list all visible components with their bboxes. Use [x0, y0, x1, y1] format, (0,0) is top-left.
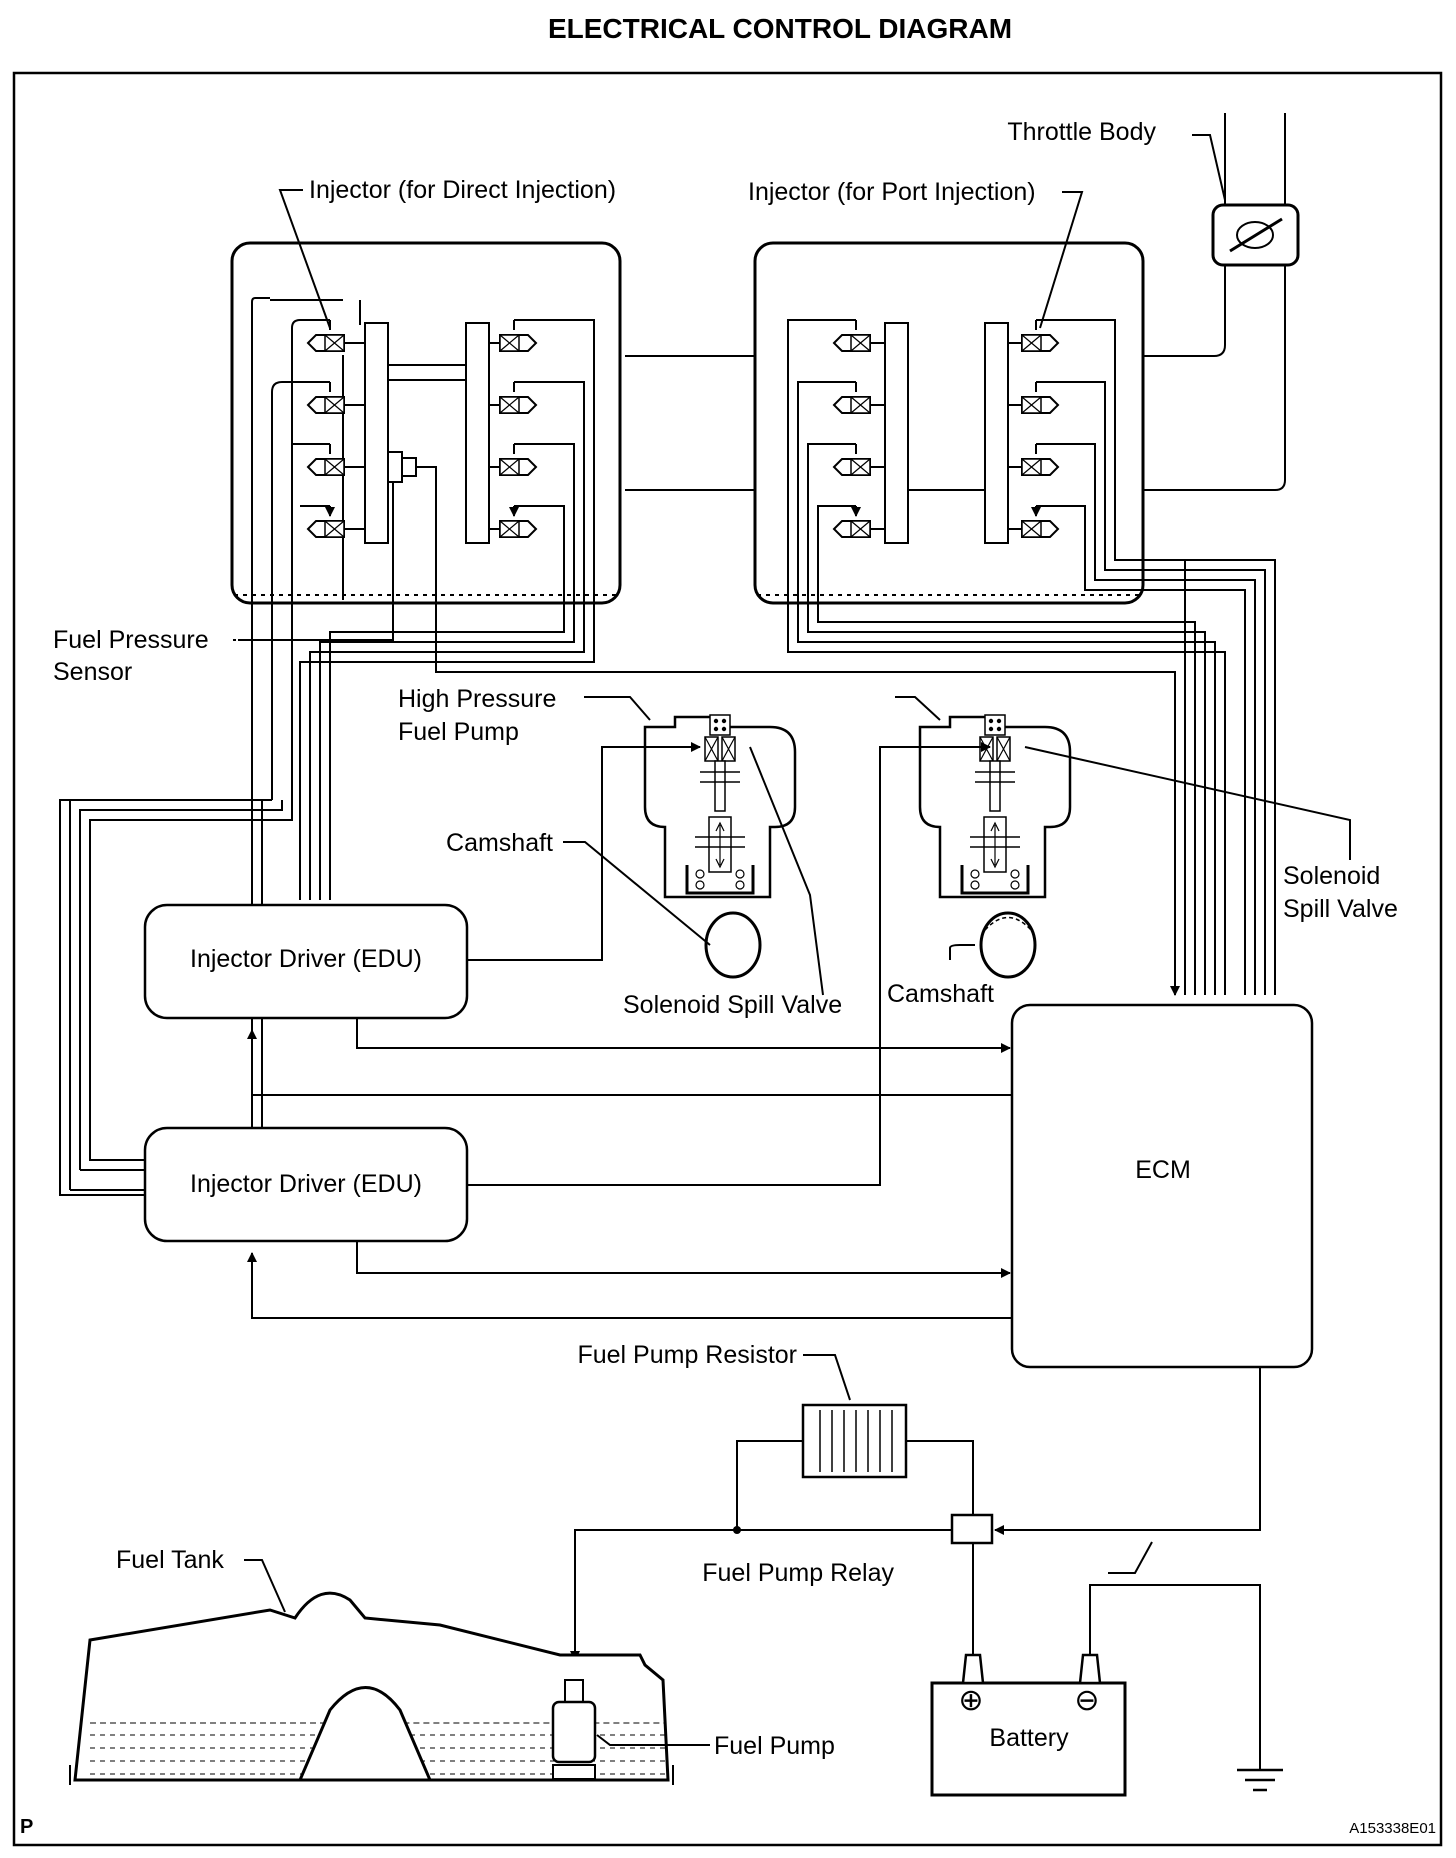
- direct-injection-bank: [59, 241, 1180, 1196]
- fuel-pressure-sensor-label-line2: Sensor: [53, 658, 132, 686]
- solenoid-spill-valve-label-right-line2: Spill Valve: [1283, 895, 1398, 923]
- ecm-box: [1010, 1003, 1314, 1369]
- port-injection-bank: [753, 241, 1276, 995]
- fuel-pump-relay-label: Fuel Pump Relay: [702, 1559, 894, 1587]
- battery-minus-icon: ⊖: [1074, 1684, 1099, 1717]
- high-pressure-fuel-pump-left: [643, 713, 797, 979]
- solenoid-spill-valve-label-right: Solenoid: [1283, 862, 1380, 890]
- injector-driver-edu-upper: [143, 903, 469, 1020]
- high-pressure-fuel-pump-label: High Pressure: [398, 685, 556, 713]
- diagram-title: ELECTRICAL CONTROL DIAGRAM: [548, 13, 1012, 44]
- battery-plus-icon: ⊕: [958, 1684, 983, 1717]
- solenoid-spill-valve-label-left: Solenoid Spill Valve: [623, 991, 842, 1019]
- throttle-body-label: Throttle Body: [1007, 118, 1156, 146]
- edu-lower-label: Injector Driver (EDU): [190, 1170, 422, 1198]
- camshaft-label-left: Camshaft: [446, 829, 553, 857]
- fuel-pump-resistor: [801, 1403, 908, 1479]
- page-mark: P: [20, 1816, 33, 1838]
- figure-code: A153338E01: [1349, 1820, 1436, 1837]
- injector-direct-label: Injector (for Direct Injection): [309, 176, 616, 204]
- high-pressure-fuel-pump-right: [918, 713, 1072, 979]
- throttle-body: [625, 113, 1300, 491]
- battery-label: Battery: [989, 1724, 1069, 1752]
- battery: [930, 1653, 1127, 1797]
- fuel-pump-circuit: [570, 1367, 1283, 1792]
- fuel-pump-body: [551, 1700, 597, 1764]
- fuel-tank-label: Fuel Tank: [116, 1546, 224, 1574]
- fuel-pump-top: [564, 1679, 584, 1703]
- injector-port-label: Injector (for Port Injection): [748, 178, 1036, 206]
- diagram-frame: [12, 71, 1443, 1847]
- fuel-tank: [69, 1591, 674, 1785]
- high-pressure-fuel-pump-label-line2: Fuel Pump: [398, 718, 519, 746]
- fuel-pressure-sensor-label: Fuel Pressure: [53, 626, 209, 654]
- ecm-label: ECM: [1135, 1156, 1191, 1184]
- fuel-pump-label: Fuel Pump: [714, 1732, 835, 1760]
- fuel-pump-resistor-label: Fuel Pump Resistor: [577, 1341, 797, 1369]
- edu-upper-label: Injector Driver (EDU): [190, 945, 422, 973]
- camshaft-label-right: Camshaft: [887, 980, 994, 1008]
- fuel-pump-relay: [950, 1513, 994, 1545]
